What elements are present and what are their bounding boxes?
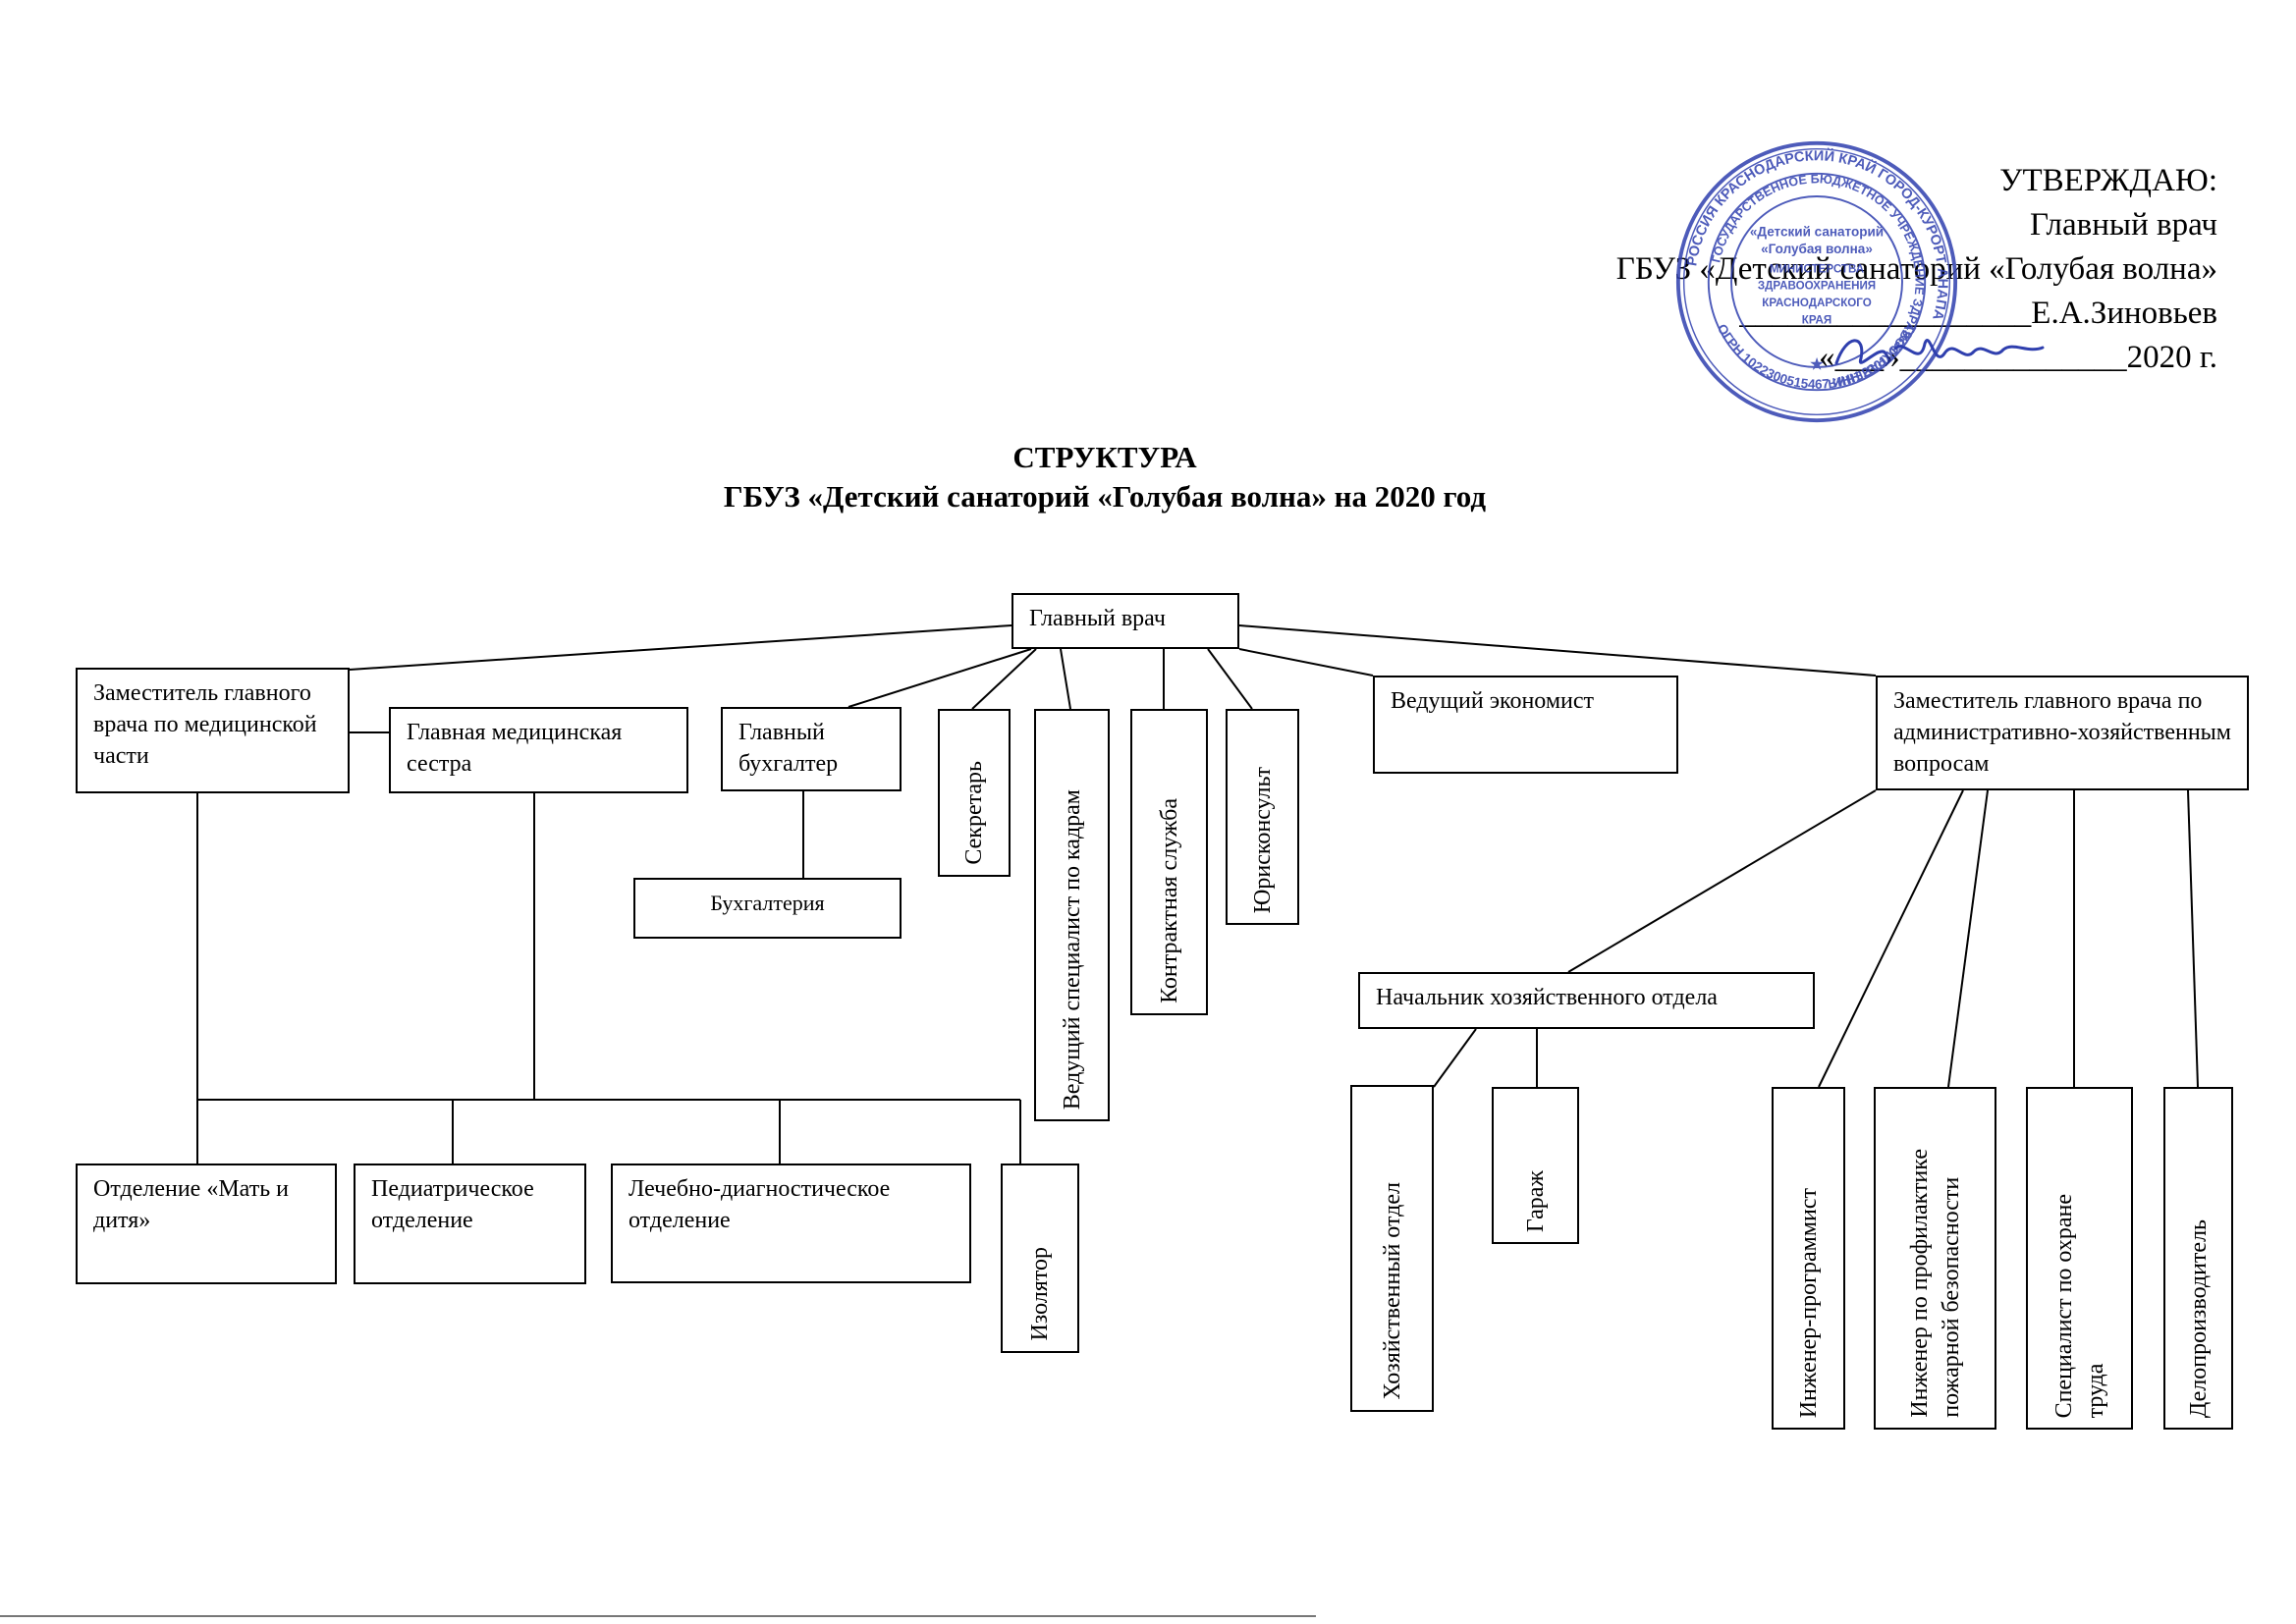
- node-clerk: Делопроизводитель: [2163, 1087, 2233, 1430]
- node-head-nurse: Главная медицинская сестра: [389, 707, 688, 793]
- approval-block: УТВЕРЖДАЮ: Главный врач ГБУЗ «Детский са…: [1616, 159, 2217, 380]
- node-label: Педиатрическое отделение: [371, 1176, 534, 1233]
- node-deputy-admin: Заместитель главного врача по администра…: [1876, 676, 2249, 790]
- scan-edge-line: [0, 1615, 1316, 1617]
- node-label: Гараж: [1522, 1169, 1549, 1232]
- node-label: Бухгалтерия: [710, 891, 825, 915]
- node-household-department: Хозяйственный отдел: [1350, 1085, 1434, 1412]
- node-contract-service: Контрактная служба: [1130, 709, 1208, 1015]
- node-secretary: Секретарь: [938, 709, 1011, 877]
- node-label: Заместитель главного врача по медицинско…: [93, 680, 317, 769]
- node-deputy-medical: Заместитель главного врача по медицинско…: [76, 668, 350, 793]
- seal-center-1: «Детский санаторий: [1750, 225, 1884, 240]
- node-label: Контрактная служба: [1156, 798, 1182, 1003]
- node-mother-child-department: Отделение «Мать и дитя»: [76, 1164, 337, 1284]
- node-label: Юрисконсульт: [1249, 766, 1276, 913]
- seal-center-3: МИНИСТЕРСТВА: [1770, 262, 1865, 275]
- node-label: Делопроизводитель: [2185, 1218, 2212, 1418]
- document-subtitle: ГБУЗ «Детский санаторий «Голубая волна» …: [723, 479, 1487, 514]
- node-accounting: Бухгалтерия: [633, 878, 902, 939]
- seal-center-2: «Голубая волна»: [1761, 242, 1873, 256]
- node-label: Ведущий специалист по кадрам: [1059, 788, 1085, 1110]
- handwritten-signature: [1834, 339, 2045, 365]
- node-chief-accountant: Главный бухгалтер: [721, 707, 902, 791]
- node-label: Отделение «Мать и дитя»: [93, 1176, 289, 1233]
- document-title: СТРУКТУРА: [1012, 440, 1197, 474]
- node-label: Изолятор: [1027, 1247, 1053, 1341]
- node-garage: Гараж: [1492, 1087, 1579, 1244]
- node-isolator: Изолятор: [1001, 1164, 1079, 1353]
- node-label: Заместитель главного врача по администра…: [1893, 688, 2231, 777]
- node-label: Лечебно-диагностическое отделение: [629, 1176, 891, 1233]
- approval-organization: ГБУЗ «Детский санаторий «Голубая волна»: [1615, 251, 2217, 287]
- node-labor-safety-specialist: Специалист по охране труда: [2026, 1087, 2133, 1430]
- node-label: Инженер по профилактике пожарной безопас…: [1906, 1149, 1964, 1418]
- node-programmer: Инженер-программист: [1772, 1087, 1845, 1430]
- node-hr-specialist: Ведущий специалист по кадрам: [1034, 709, 1110, 1121]
- node-label: Ведущий экономист: [1391, 688, 1595, 714]
- node-pediatric-department: Педиатрическое отделение: [354, 1164, 586, 1284]
- approval-signatory: __________________Е.А.Зиновьев: [1739, 296, 2217, 331]
- approval-position: Главный врач: [2029, 207, 2217, 243]
- node-legal-advisor: Юрисконсульт: [1226, 709, 1299, 925]
- node-fire-safety-engineer: Инженер по профилактике пожарной безопас…: [1874, 1087, 1996, 1430]
- node-label: Главная медицинская сестра: [407, 720, 623, 777]
- node-label: Главный бухгалтер: [738, 720, 839, 777]
- node-label: Начальник хозяйственного отдела: [1376, 985, 1718, 1010]
- approval-date: «___»______________2020 г.: [1819, 340, 2217, 375]
- seal-center-6: КРАЯ: [1802, 314, 1832, 327]
- official-seal: РОССИЯ КРАСНОДАРСКИЙ КРАЙ ГОРОД-КУРОРТ А…: [1675, 140, 1958, 423]
- seal-center-5: КРАСНОДАРСКОГО: [1762, 297, 1871, 309]
- seal-center-4: ЗДРАВООХРАНЕНИЯ: [1758, 280, 1876, 293]
- node-label: Секретарь: [961, 761, 987, 865]
- node-household-head: Начальник хозяйственного отдела: [1358, 972, 1815, 1029]
- node-label: Главный врач: [1029, 606, 1166, 631]
- node-economist: Ведущий экономист: [1373, 676, 1678, 774]
- node-chief-doctor: Главный врач: [1011, 593, 1239, 649]
- svg-text:★: ★: [1810, 356, 1824, 373]
- node-diagnostic-department: Лечебно-диагностическое отделение: [611, 1164, 971, 1283]
- node-label: Инженер-программист: [1795, 1187, 1822, 1418]
- node-label: Хозяйственный отдел: [1379, 1182, 1405, 1400]
- approval-heading: УТВЕРЖДАЮ:: [1999, 163, 2217, 198]
- node-label: Специалист по охране труда: [2050, 1193, 2108, 1418]
